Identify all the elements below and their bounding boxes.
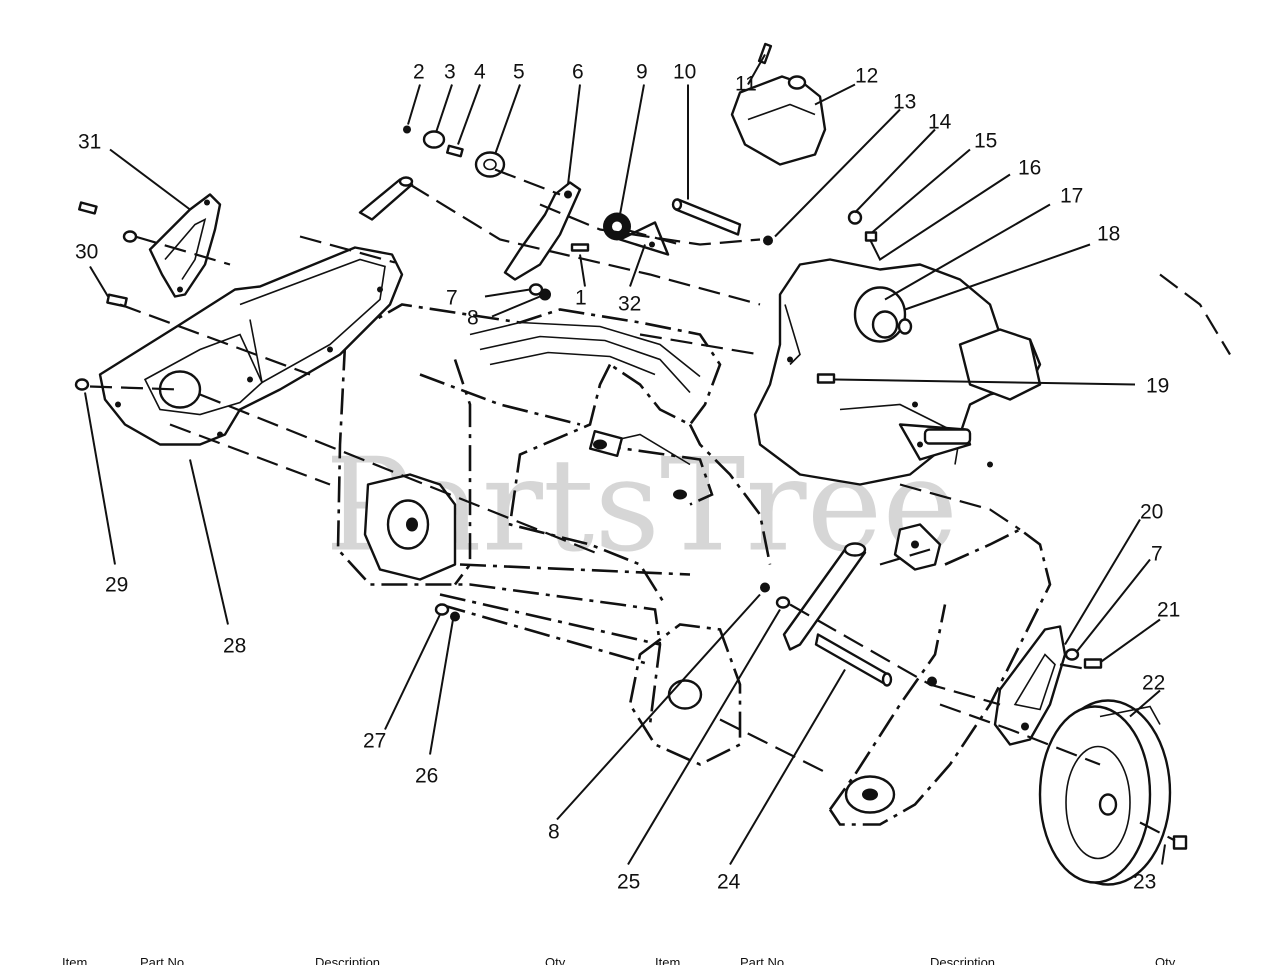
callout-4: 4: [474, 61, 486, 84]
callout-17: 17: [1060, 185, 1083, 208]
gear-9: [603, 212, 631, 241]
callout-26: 26: [415, 765, 438, 788]
left-side-plate: [98, 246, 404, 446]
callout-23: 23: [1133, 871, 1156, 894]
callout-22: 22: [1142, 672, 1165, 695]
right-side-plate: [828, 523, 1052, 826]
callout-24: 24: [717, 871, 741, 894]
callout-7-right: 7: [1151, 543, 1163, 566]
nut-26: [450, 611, 460, 622]
callout-19: 19: [1146, 375, 1169, 398]
callout-12: 12: [855, 65, 878, 88]
callout-5: 5: [513, 61, 525, 84]
callout-21: 21: [1157, 599, 1180, 622]
bracket-20: [993, 625, 1067, 746]
callout-6: 6: [572, 61, 584, 84]
callout-8-lower: 8: [548, 821, 560, 844]
callout-2: 2: [413, 61, 425, 84]
auger-housing: [336, 303, 772, 766]
table-col-part-no-2: Part No.: [740, 956, 788, 965]
callout-1: 1: [575, 287, 587, 310]
wheel-22: [1038, 699, 1172, 886]
callout-9: 9: [636, 61, 648, 84]
bracket-31: [148, 193, 222, 298]
part-2: [403, 125, 411, 134]
callout-8: 8: [467, 307, 479, 330]
washer-25: [775, 596, 791, 609]
parts-table-header: Item Part No. Description Qty. Item Part…: [0, 956, 1280, 965]
callout-18: 18: [1097, 223, 1120, 246]
callout-7: 7: [446, 287, 458, 310]
callout-10: 10: [673, 61, 696, 84]
roller: [782, 542, 867, 651]
callout-labels: 1 2 3 4 5 6 7 8 9 10 11 12 13 14 15 16 1…: [75, 61, 1180, 894]
axle-24: [814, 633, 893, 687]
spring-13: [763, 235, 773, 246]
table-col-description-2: Description: [930, 956, 996, 965]
washer-7-right: [1064, 648, 1080, 661]
arm-6: [503, 181, 582, 281]
washer-7: [528, 283, 544, 296]
washer-3: [422, 130, 446, 149]
washer-27: [434, 603, 450, 616]
callout-16: 16: [1018, 157, 1041, 180]
callout-13: 13: [893, 91, 916, 114]
spacer-4: [446, 144, 464, 158]
nut-29: [74, 378, 90, 391]
table-col-item-2: Item: [655, 956, 681, 965]
callout-14: 14: [928, 111, 952, 134]
callout-28: 28: [223, 635, 246, 658]
gearbox-assembly: [753, 258, 1042, 486]
clip-14: [847, 210, 863, 225]
callout-15: 15: [974, 130, 997, 153]
callout-32: 32: [618, 293, 641, 316]
table-col-part-no: Part No.: [140, 956, 188, 965]
bolt-30: [78, 201, 128, 308]
callout-29: 29: [105, 574, 128, 597]
bolt-19: [816, 373, 836, 384]
callout-3: 3: [444, 61, 456, 84]
alignment-lines: [89, 168, 1231, 842]
table-col-qty: Qty.: [545, 956, 568, 965]
callout-11: 11: [735, 73, 757, 96]
nut-8-lower: [760, 582, 770, 593]
bolt-1: [570, 243, 590, 252]
cap-23: [1172, 835, 1188, 850]
table-col-qty-2: Qty.: [1155, 956, 1178, 965]
table-col-item: Item: [62, 956, 88, 965]
callout-20: 20: [1140, 501, 1163, 524]
callout-31: 31: [78, 131, 101, 154]
table-col-description: Description: [315, 956, 381, 965]
rod-10: [671, 198, 742, 236]
leader-lines: [84, 54, 1166, 866]
bolt-21: [1083, 658, 1103, 669]
callout-30: 30: [75, 241, 98, 264]
callout-25: 25: [617, 871, 640, 894]
washer-left: [122, 230, 138, 243]
cover-12: [730, 75, 827, 166]
callout-27: 27: [363, 730, 386, 753]
shaft-sleeve: [358, 176, 414, 221]
pulley-5: [474, 151, 506, 178]
